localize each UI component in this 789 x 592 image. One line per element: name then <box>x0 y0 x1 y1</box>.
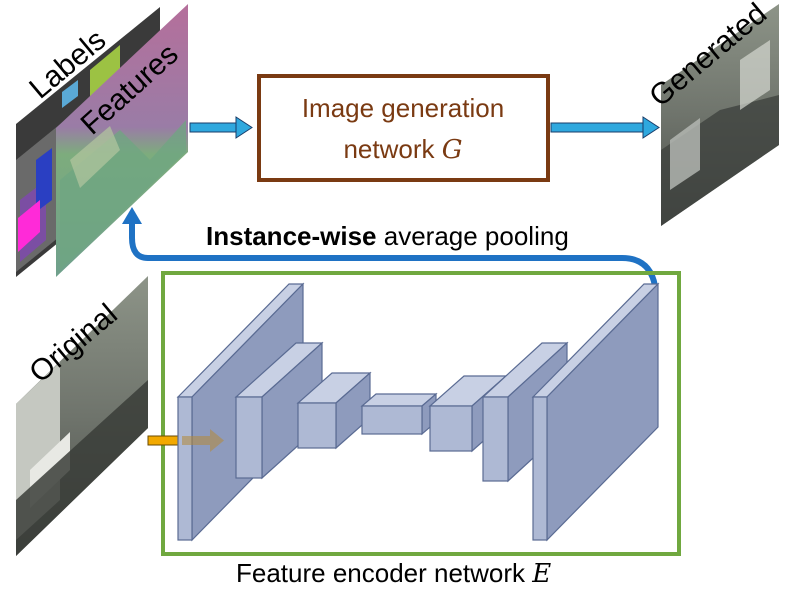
input-arrow-head <box>182 429 224 452</box>
pooling-label: Instance-wise average pooling <box>206 221 569 251</box>
input-arrow <box>147 435 183 446</box>
generated-panel <box>661 4 779 226</box>
original-panel <box>16 276 148 556</box>
generator-to-output-arrow <box>550 116 660 139</box>
encoder-layer-2 <box>234 341 324 480</box>
encoder-layer-7 <box>531 282 660 542</box>
image-generation-network-box: Image generation network G <box>257 74 550 182</box>
encoder-label: Feature encoder network E <box>236 558 551 589</box>
instance-pooling-arrow <box>122 207 658 287</box>
generator-line1: Image generation <box>302 93 504 123</box>
features-panel <box>56 4 188 277</box>
generator-line2: network G <box>343 134 462 165</box>
features-to-generator-arrow <box>189 116 253 139</box>
encoder-layers <box>176 282 660 542</box>
encoder-layer-4 <box>360 392 438 436</box>
feature-encoder-box <box>161 271 681 556</box>
encoder-layer-3 <box>296 371 372 450</box>
